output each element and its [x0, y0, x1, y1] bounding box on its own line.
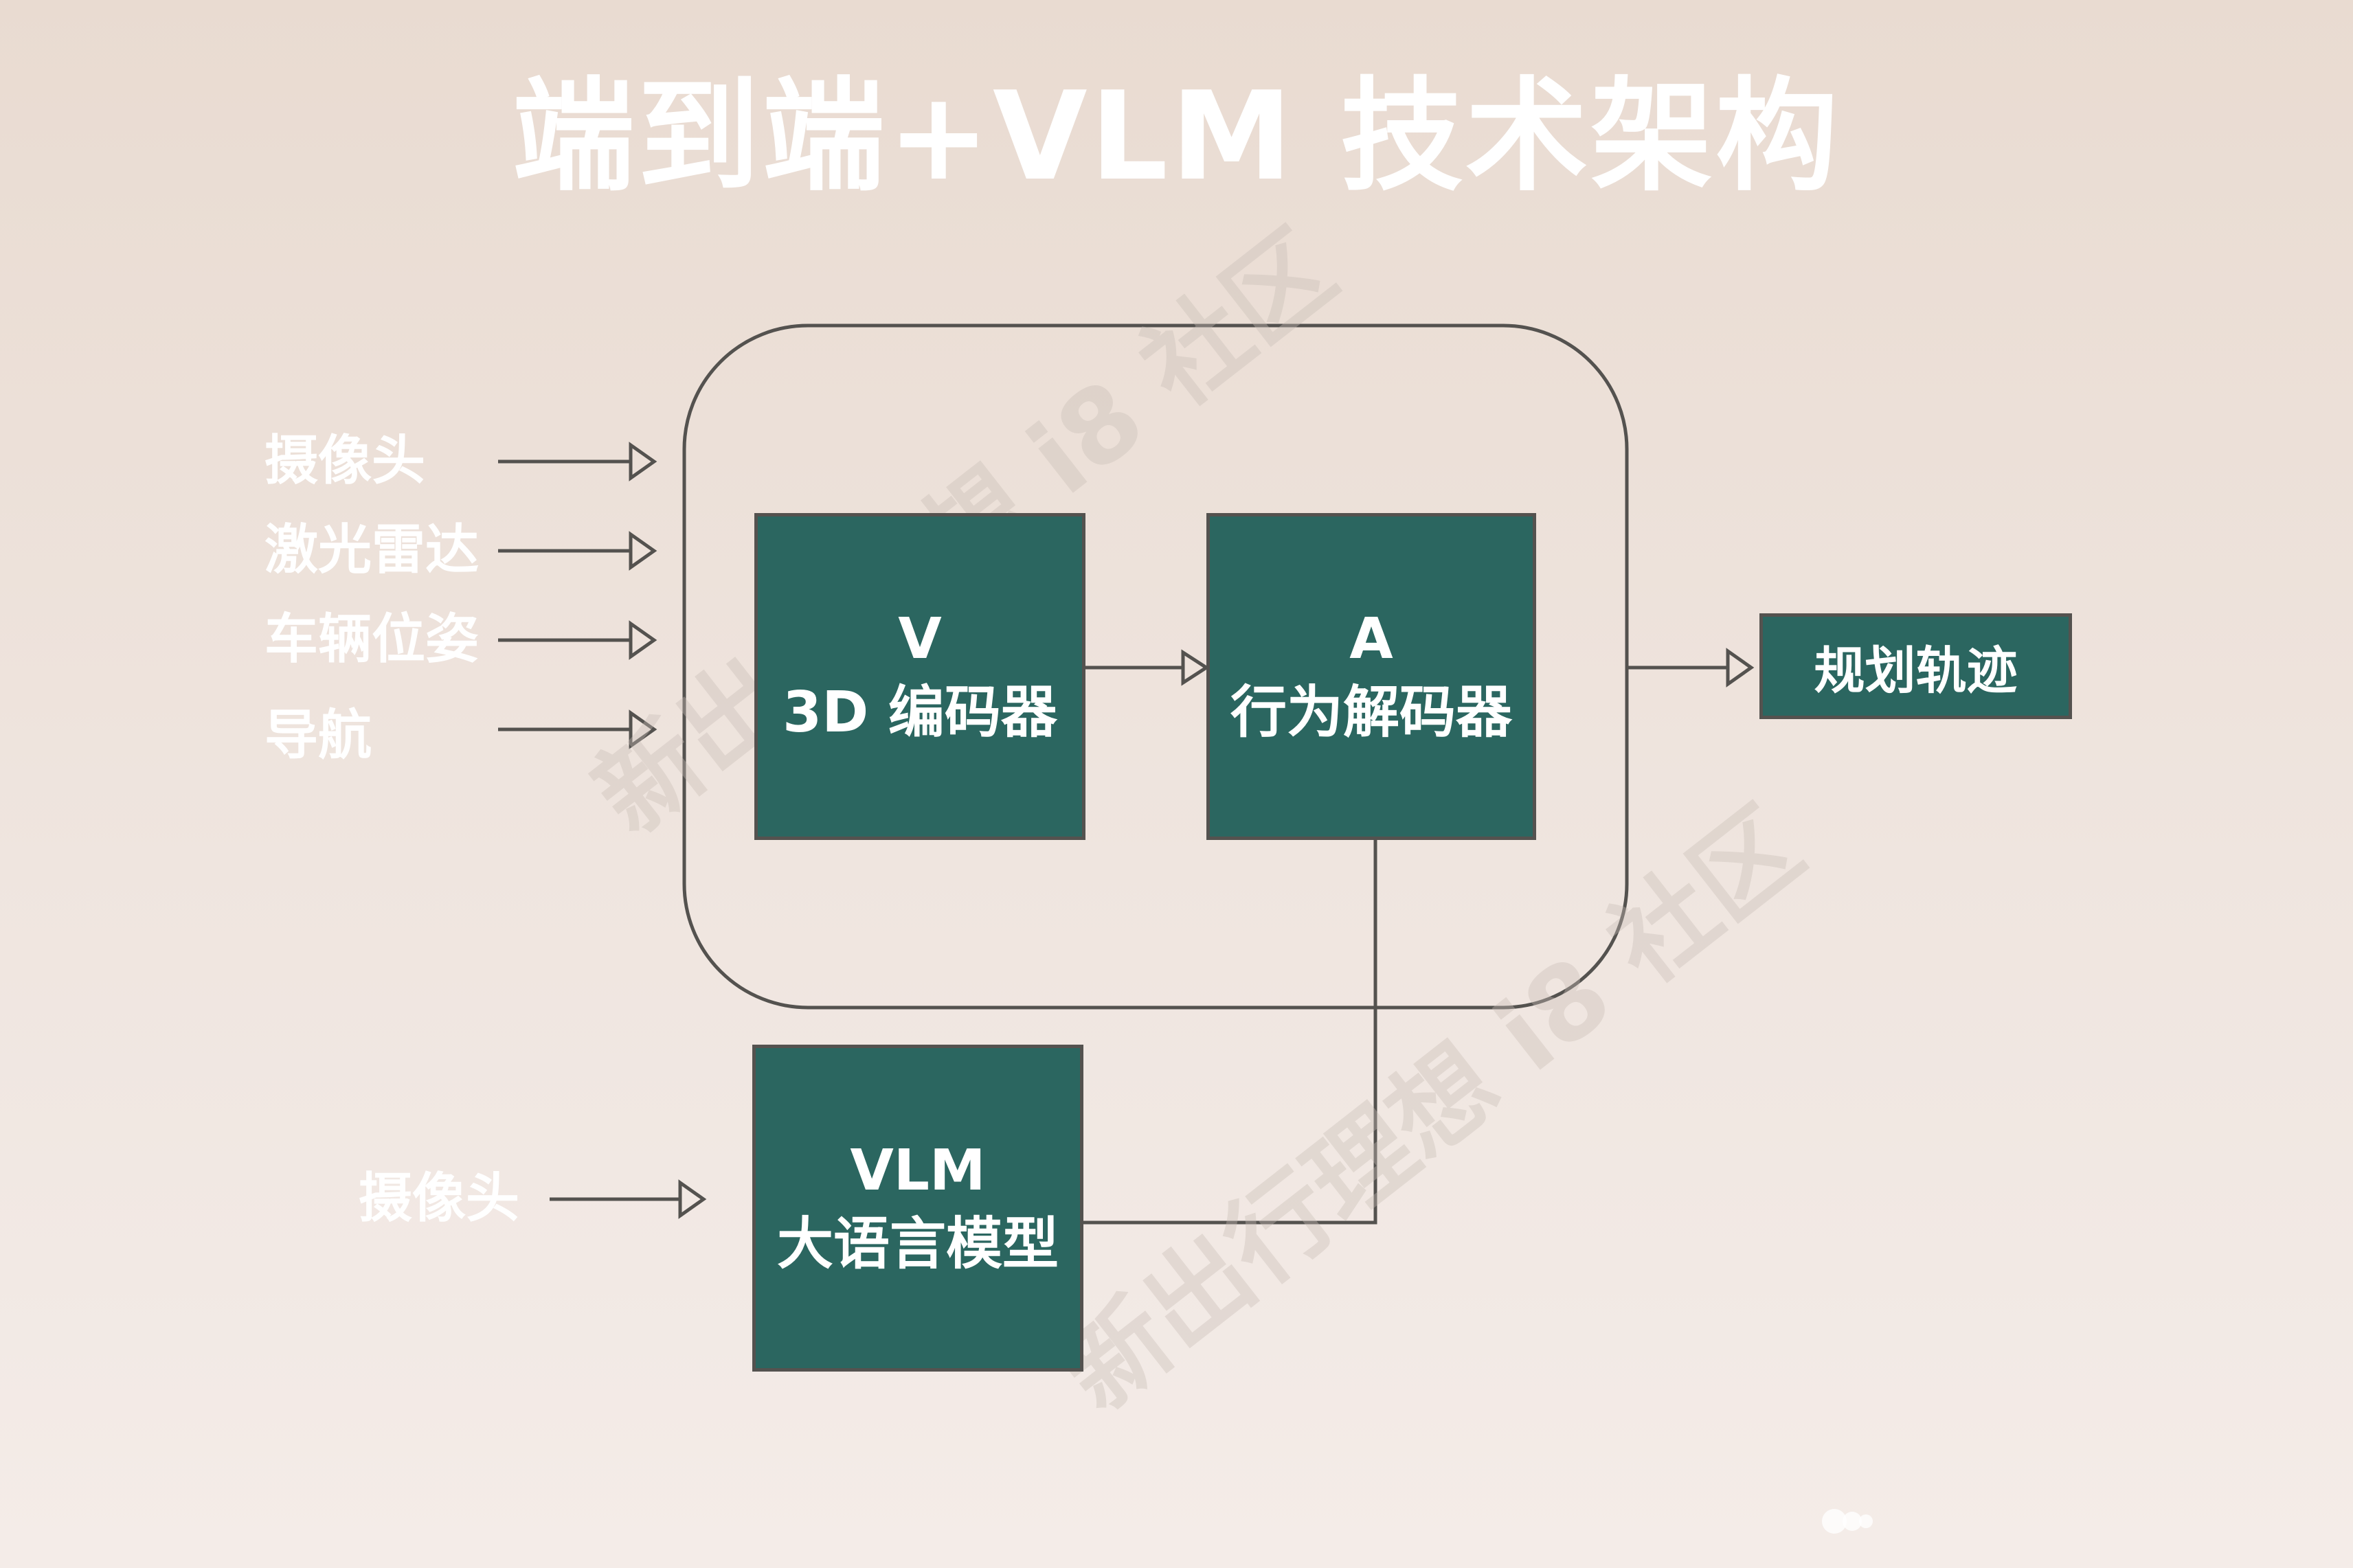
diagram-title: 端到端+VLM 技术架构 [512, 65, 1841, 207]
output-box: 规划轨迹 [1759, 613, 2072, 719]
vlm-title: VLM [850, 1138, 986, 1204]
encoder-to-decoder-arrow [1084, 649, 1210, 686]
encoder-letter: V [898, 606, 942, 672]
input-label-lidar: 激光雷达 [264, 519, 480, 581]
vlm-input-label: 摄像头 [359, 1168, 520, 1229]
vlm-input-arrow [550, 1179, 707, 1219]
input-arrows [498, 442, 657, 749]
vlm-to-decoder-line [1081, 838, 1377, 1225]
input-label-vehicle-pose: 车辆位姿 [264, 609, 480, 670]
output-arrow [1627, 648, 1755, 688]
decoder-box: A 行为解码器 [1206, 513, 1536, 840]
input-label-camera: 摄像头 [264, 430, 426, 492]
weibo-logo-icon [1822, 1509, 1873, 1534]
encoder-box: V 3D 编码器 [754, 513, 1085, 840]
decoder-letter: A [1349, 606, 1393, 672]
vlm-box: VLM 大语言模型 [752, 1045, 1083, 1372]
encoder-label: 3D 编码器 [783, 680, 1057, 745]
input-label-navigation: 导航 [264, 705, 372, 766]
vlm-label: 大语言模型 [776, 1212, 1059, 1277]
decoder-label: 行为解码器 [1230, 680, 1512, 745]
